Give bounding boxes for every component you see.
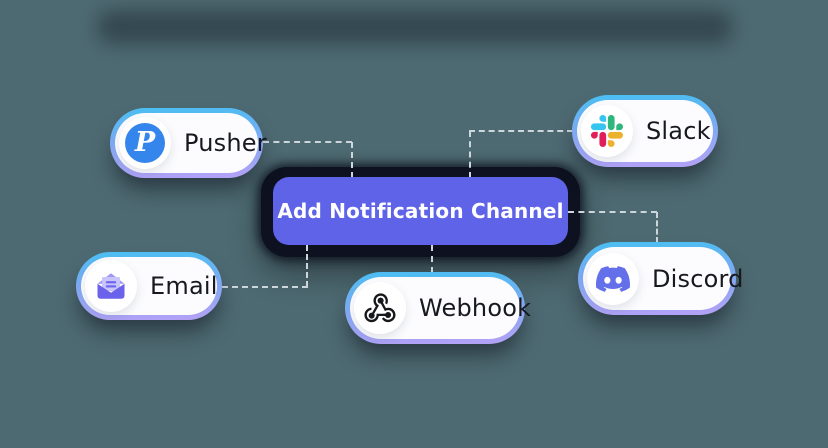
channel-pill-webhook-inner: Webhook xyxy=(350,277,531,339)
connector-slack-horizontal xyxy=(469,130,573,132)
slack-icon-circle xyxy=(581,105,633,157)
channel-pill-slack-inner: Slack xyxy=(577,100,713,162)
pusher-icon-letter: P xyxy=(134,126,156,158)
channel-pill-webhook[interactable]: Webhook xyxy=(345,272,531,344)
discord-icon xyxy=(596,265,630,292)
connector-email-vertical xyxy=(306,245,308,287)
channel-label-pusher: Pusher xyxy=(184,129,267,157)
webhook-icon-circle xyxy=(354,282,406,334)
connector-webhook-vertical xyxy=(431,245,433,273)
channel-pill-pusher[interactable]: P Pusher xyxy=(110,108,267,178)
channel-pill-slack[interactable]: Slack xyxy=(572,95,718,167)
discord-icon-circle xyxy=(587,252,639,305)
add-notification-channel-label: Add Notification Channel xyxy=(277,199,564,223)
channel-label-slack: Slack xyxy=(646,117,711,145)
pusher-icon: P xyxy=(125,123,165,163)
webhook-icon xyxy=(364,293,396,323)
top-blur-shadow xyxy=(97,10,733,44)
email-icon-circle xyxy=(85,260,137,312)
connector-discord-horizontal xyxy=(568,211,657,213)
channel-pill-email[interactable]: Email xyxy=(76,252,222,320)
channel-label-discord: Discord xyxy=(652,264,744,293)
connector-pusher-vertical xyxy=(351,142,353,178)
connector-pusher-horizontal xyxy=(263,141,352,143)
channel-pill-pusher-inner: P Pusher xyxy=(115,113,267,173)
add-notification-channel-button[interactable]: Add Notification Channel xyxy=(273,177,568,245)
channel-label-webhook: Webhook xyxy=(419,294,532,322)
pusher-icon-circle: P xyxy=(119,117,171,169)
channel-pill-discord-inner: Discord xyxy=(583,247,743,310)
connector-email-horizontal xyxy=(222,286,308,288)
email-icon xyxy=(97,273,125,299)
connector-discord-vertical xyxy=(656,212,658,243)
channel-pill-email-inner: Email xyxy=(81,257,217,315)
connector-slack-vertical xyxy=(469,131,471,178)
channel-label-email: Email xyxy=(150,272,218,300)
slack-icon xyxy=(591,115,623,147)
channel-pill-discord[interactable]: Discord xyxy=(578,242,743,315)
